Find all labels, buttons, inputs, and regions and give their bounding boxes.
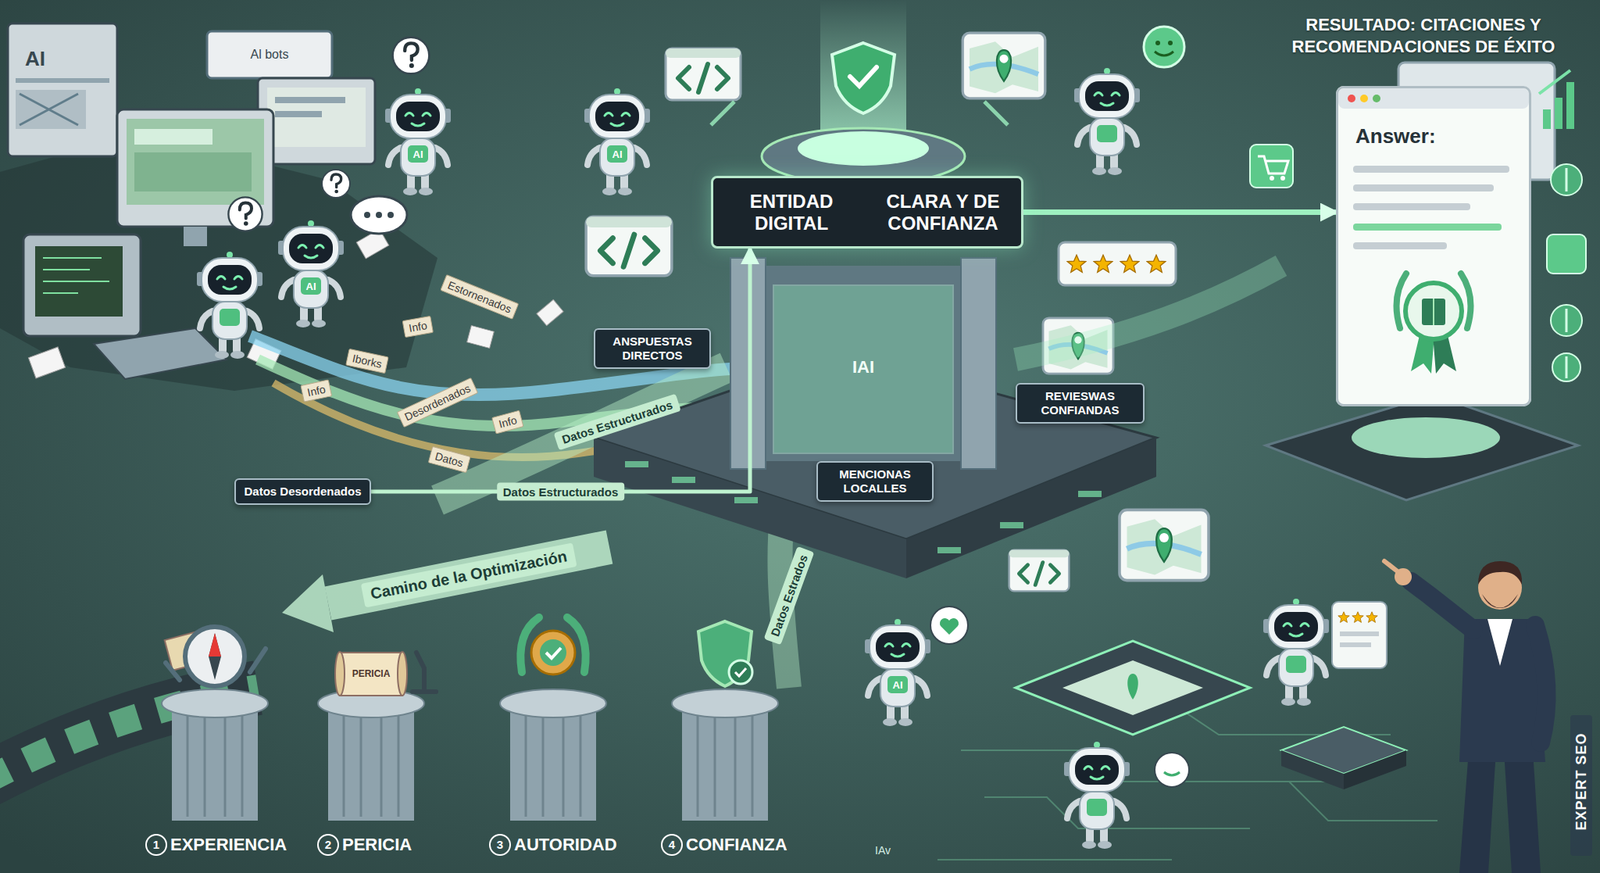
robot-badge: AI	[612, 148, 623, 161]
entity-box: ENTIDAD DIGITALCLARA Y DE CONFIANZA	[710, 175, 1024, 249]
node-text: ANSPUESTAS DIRECTOS	[601, 334, 704, 363]
label-box: MENCIONAS LOCALLES	[816, 460, 934, 502]
answer-screen: Answer:	[1335, 85, 1532, 407]
callout-number: 3	[489, 833, 511, 856]
pillar-caption: PERICIA	[342, 834, 412, 855]
watermark: EXPERT SEO	[1573, 732, 1590, 830]
connector-arrow	[371, 248, 750, 492]
small-mark: IAv	[875, 843, 891, 857]
connector-arrow	[1023, 209, 1336, 215]
connector-label: Datos Estructurados	[496, 482, 625, 501]
label-box: Datos Desordenados	[234, 478, 372, 505]
label-box: ANSPUESTAS DIRECTOS	[593, 328, 711, 369]
robot-badge: AI	[892, 678, 904, 691]
robot-badge: AI	[306, 280, 317, 293]
callout-number: 2	[317, 833, 340, 856]
title: RESULTADO: CITACIONES Y RECOMENDACIONES …	[1259, 14, 1588, 58]
scroll-text: PERICIA	[352, 667, 391, 679]
label-box: REVIESWAS CONFIANDAS	[1015, 382, 1145, 424]
robot-badge: AI	[413, 148, 424, 161]
pillar-mark: IAI	[852, 357, 875, 378]
window-text: Al bots	[250, 47, 290, 62]
callout-number: 4	[660, 833, 683, 856]
node-text: CLARA Y DE CONFIANZA	[872, 190, 1014, 234]
node-text: Answer:	[1355, 124, 1514, 149]
node-text: Datos Desordenados	[242, 484, 364, 499]
node-text: MENCIONAS LOCALLES	[824, 467, 926, 496]
pillar-caption: AUTORIDAD	[514, 834, 618, 855]
node-text: REVIESWAS CONFIANDAS	[1023, 389, 1137, 418]
pillar-caption: EXPERIENCIA	[170, 834, 287, 855]
pillar-caption: CONFIANZA	[685, 834, 788, 855]
callout-number: 1	[145, 833, 168, 856]
screen-text: AI	[25, 46, 46, 72]
node-text: ENTIDAD DIGITAL	[721, 190, 862, 234]
